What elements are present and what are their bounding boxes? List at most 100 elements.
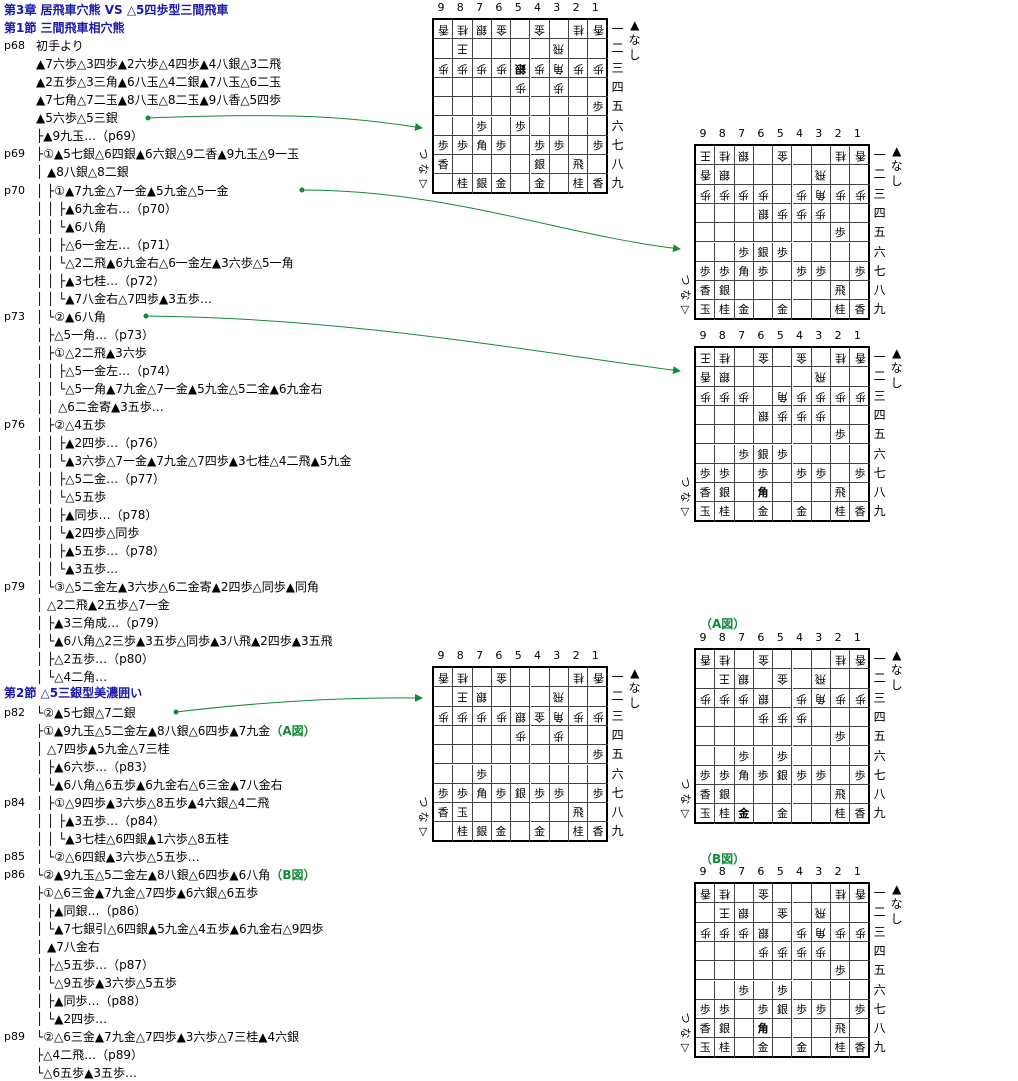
- board-square: 歩: [588, 745, 608, 765]
- sente-piece: 金: [757, 505, 769, 519]
- board-square: [792, 146, 812, 166]
- gote-piece: 王: [456, 690, 468, 704]
- gote-piece: 銀: [738, 149, 750, 163]
- board-square: 香: [434, 20, 454, 40]
- file-label: 7: [476, 649, 484, 662]
- board-square: 王: [453, 39, 473, 59]
- move-line: │ ├①▲7九金△7一金▲5九金△5一金: [36, 184, 228, 198]
- board-square: 角: [753, 1019, 774, 1039]
- board-square: [734, 165, 754, 185]
- board-square: 歩: [850, 766, 870, 786]
- board-square: [773, 1038, 793, 1058]
- board-square: [696, 903, 716, 923]
- rank-label: 九: [873, 302, 886, 317]
- sente-hand: ▲: [892, 648, 902, 662]
- board-square: [812, 502, 832, 522]
- board-square: 飛: [569, 803, 589, 823]
- move-text: ├▲9九玉…（p69）: [36, 129, 143, 143]
- section-1-title: 第1節 三間飛車相穴熊: [4, 21, 125, 35]
- rank-label: 二: [873, 369, 886, 384]
- gote-piece: 桂: [834, 351, 846, 365]
- board-square: 歩: [530, 58, 550, 78]
- page-ref: p84: [4, 796, 25, 809]
- gote-piece: 飛: [815, 168, 827, 182]
- board-square: 桂: [831, 348, 851, 368]
- sente-hand: ▲: [630, 666, 640, 680]
- gote-piece: 歩: [718, 925, 730, 939]
- rank-label: 六: [873, 446, 886, 461]
- sente-piece: 銀: [718, 1022, 730, 1036]
- board-square: 金: [754, 502, 774, 522]
- board-square: [793, 804, 812, 824]
- move-line: │ ├①△9四歩▲3六歩△8五歩▲4六銀△4二飛: [36, 796, 269, 810]
- board-square: 歩: [773, 203, 793, 224]
- board-square: 歩: [734, 746, 754, 766]
- sente-piece: 歩: [796, 264, 808, 278]
- rank-label: 一: [873, 350, 886, 364]
- gote-piece: 角: [776, 389, 788, 403]
- gote-piece: 歩: [796, 925, 808, 939]
- rank-label: 八: [873, 1021, 886, 1036]
- sente-piece: 香: [854, 303, 866, 317]
- board-square: [550, 174, 570, 194]
- sente-piece: 歩: [757, 466, 769, 480]
- board-square: 歩: [753, 765, 774, 786]
- move-text: ▲7七角△7二玉▲8八玉△8二玉▲9八香△5四歩: [36, 93, 282, 107]
- board-square: [850, 785, 870, 805]
- rank-label: 七: [611, 137, 624, 152]
- board-square: [696, 242, 716, 262]
- move-line: │ ├②△4五歩: [36, 418, 106, 432]
- file-label: 1: [853, 631, 861, 644]
- board-square: [569, 764, 589, 784]
- board-square: 香: [434, 155, 454, 175]
- board-square: [811, 281, 832, 301]
- board-square: [792, 1019, 812, 1039]
- gote-piece: 銀: [476, 23, 488, 37]
- gote-piece: 香: [592, 23, 604, 37]
- board-square: [734, 941, 754, 962]
- move-text: │ │ └▲2四歩△同歩: [36, 526, 140, 540]
- sente-piece: 歩: [514, 119, 526, 133]
- gote-piece: 角: [815, 925, 827, 939]
- rank-label: 八: [611, 805, 624, 820]
- board-square: [850, 406, 870, 426]
- board-square: 歩: [434, 706, 454, 726]
- gote-piece: 歩: [437, 709, 449, 723]
- board-square: 飛: [569, 155, 589, 175]
- board-square: 歩: [811, 203, 832, 224]
- gote-piece: 歩: [834, 187, 846, 201]
- move-line: ├①△6三金▲7九金△7四歩▲6六銀△6五歩: [36, 886, 258, 900]
- board-square: 歩: [831, 727, 851, 747]
- board-square: [696, 425, 716, 445]
- board-square: 桂: [569, 20, 589, 40]
- move-text: └②▲9九玉△5二金左▲8八銀△6四歩▲6八角: [36, 868, 271, 882]
- move-line: │ └▲6八角△2三歩▲3五歩△同歩▲3八飛▲2四歩▲3五飛: [36, 634, 333, 648]
- board-square: [753, 367, 774, 387]
- sente-piece: 歩: [738, 447, 750, 461]
- board-square: [696, 980, 716, 1000]
- gote-piece: 銀: [757, 409, 769, 423]
- board-square: 銀: [753, 922, 774, 942]
- board-square: 金: [492, 174, 512, 194]
- board-square: [734, 281, 754, 301]
- board-square: [850, 961, 870, 981]
- board-square: 銀: [472, 687, 492, 707]
- gote-piece: 歩: [699, 691, 711, 705]
- board-square: 歩: [831, 961, 851, 981]
- board-square: [511, 764, 531, 784]
- gote-piece: 歩: [815, 945, 827, 959]
- board-square: 金: [754, 1038, 774, 1058]
- board-square: 金: [753, 884, 774, 904]
- board-square: 歩: [811, 261, 832, 282]
- sente-piece: 歩: [854, 264, 866, 278]
- board-square: 歩: [588, 784, 608, 804]
- board-square: [850, 708, 870, 728]
- gote-hand: ▽: [680, 1040, 690, 1054]
- move-line: ├①▲5七銀△6四銀▲6六銀△9二香▲9九玉△9一玉: [36, 147, 299, 161]
- move-text: │ └▲7七銀引△6四銀▲5九金△4五歩▲6九金右△9四歩: [36, 922, 324, 936]
- gote-hand: な: [679, 793, 692, 805]
- board-square: 歩: [453, 783, 473, 804]
- board-square: [792, 650, 812, 670]
- gote-piece: 金: [534, 709, 546, 723]
- board-square: 歩: [715, 765, 735, 786]
